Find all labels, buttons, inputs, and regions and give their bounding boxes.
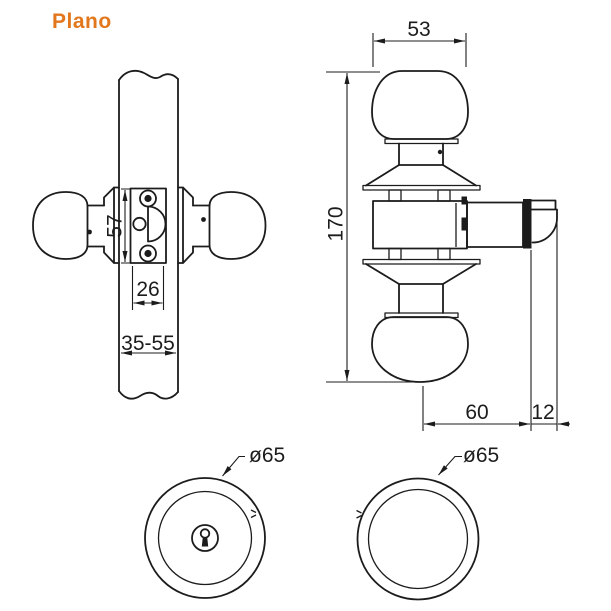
front-view: 57 26 35-55 <box>32 69 267 400</box>
side-bottom-knob-neck <box>398 283 444 314</box>
side-top-post-right <box>437 189 451 202</box>
leader-keyed-diameter: ø65 <box>222 444 285 477</box>
latch-bolt <box>530 199 558 244</box>
side-top-setscrew <box>437 149 443 155</box>
side-top-knob <box>362 70 481 202</box>
front-left-setscrew <box>87 229 92 235</box>
brand-logo: Plano <box>52 10 112 33</box>
side-top-rose-base <box>362 184 481 191</box>
dim-backset-label: 60 <box>465 401 488 424</box>
dim-knob-width-label: 53 <box>407 18 430 41</box>
latch-faceplate <box>523 199 532 249</box>
dim-door-thickness-label: 35-55 <box>121 332 175 355</box>
dim-plate-width: 26 <box>131 266 165 310</box>
key-cylinder <box>191 524 219 552</box>
dim-knob-width: 53 <box>372 18 467 67</box>
keyed-knob-inner-circle <box>157 490 253 586</box>
dim-plate-width-label: 26 <box>136 278 159 301</box>
keyhole-slot <box>201 537 209 547</box>
leader-plain-diameter: ø65 <box>438 444 499 476</box>
front-left-knob-neck <box>86 204 105 248</box>
dim-plate-height: 57 <box>104 188 131 264</box>
plan-view-plain-knob: ø65 <box>356 444 499 601</box>
chassis-clip-bottom <box>461 217 467 231</box>
faceplate-latch-cam <box>147 205 167 243</box>
side-view: 53 170 60 12 <box>325 18 570 431</box>
front-right-setscrew <box>201 217 206 222</box>
front-right-knob <box>177 186 267 264</box>
chassis-body <box>372 200 468 250</box>
keyed-knob-outer-circle <box>144 477 266 599</box>
front-right-rose <box>177 186 194 264</box>
side-bottom-knob <box>362 247 481 383</box>
front-faceplate <box>129 187 167 264</box>
dim-latch-projection-label: 12 <box>531 401 554 424</box>
side-top-knob-neck <box>398 142 444 166</box>
side-latch <box>466 199 558 249</box>
chassis-clip-top <box>461 196 467 205</box>
faceplate-screw-bottom <box>139 244 157 263</box>
side-top-rose-flare <box>365 164 477 187</box>
dim-backset-and-latch: 60 12 <box>422 212 570 431</box>
dim-door-thickness: 35-55 <box>121 332 176 356</box>
door-outline <box>118 69 179 400</box>
side-top-knob-collar <box>384 138 459 145</box>
front-right-knob-ball <box>208 191 267 260</box>
side-chassis <box>372 196 468 250</box>
side-bottom-post-left <box>388 247 402 261</box>
plain-knob-outer-circle <box>356 477 480 601</box>
faceplate-cam-pin <box>132 216 147 232</box>
side-bottom-rose-flare <box>365 263 477 285</box>
plain-diameter-label: ø65 <box>463 444 499 467</box>
dim-plate-height-label: 57 <box>104 214 127 237</box>
dim-total-height-label: 170 <box>325 206 348 241</box>
keyhole-circle <box>199 528 211 539</box>
plain-knob-inner-circle <box>367 488 469 590</box>
side-top-knob-ball <box>371 70 469 140</box>
side-bottom-post-right <box>437 247 451 261</box>
front-left-rose <box>103 186 120 264</box>
keyed-knob-nub <box>250 509 257 519</box>
latch-case <box>466 201 524 248</box>
front-left-knob <box>32 186 120 264</box>
plain-knob-nub <box>356 509 362 519</box>
front-left-knob-ball <box>32 191 89 260</box>
side-top-post-left <box>388 189 402 202</box>
side-bottom-knob-ball <box>371 316 469 383</box>
front-right-knob-neck <box>192 204 211 248</box>
side-bottom-rose-base <box>362 258 481 265</box>
dim-total-height: 170 <box>325 71 423 383</box>
keyed-diameter-label: ø65 <box>249 444 285 467</box>
plan-view-keyed-knob: ø65 <box>144 444 285 599</box>
